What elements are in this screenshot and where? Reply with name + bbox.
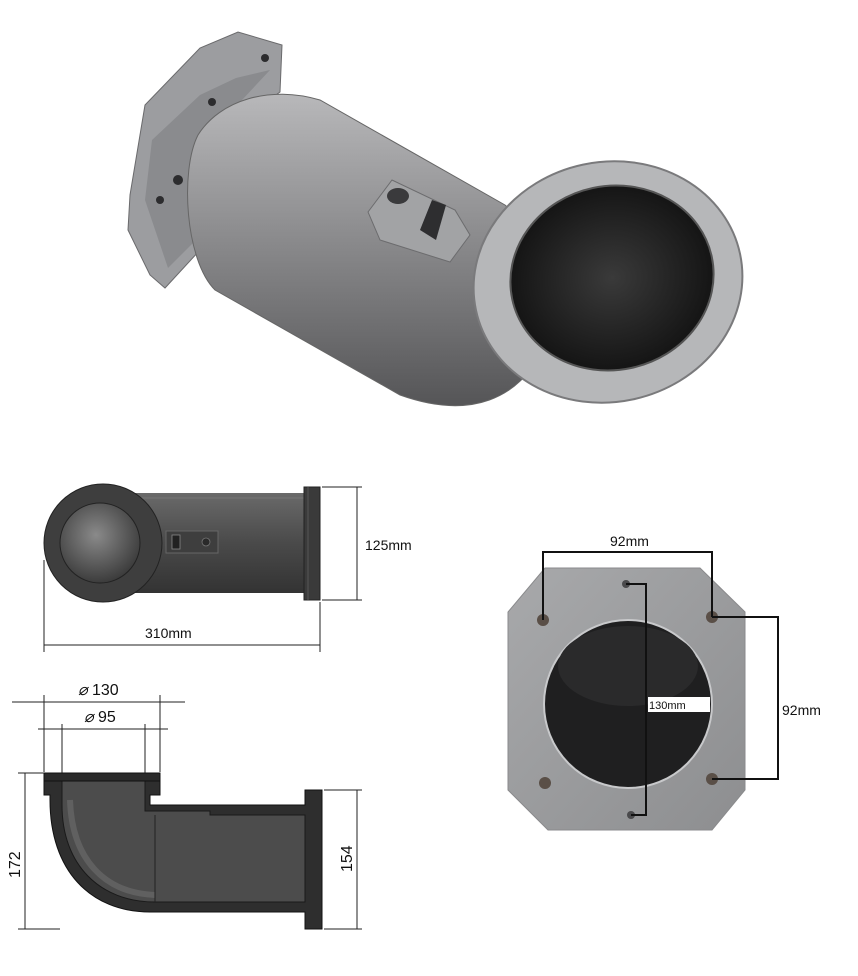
dim-inner-diameter-symbol: ⌀ (84, 709, 95, 726)
dim-left-height-label: 172 (7, 851, 24, 878)
flange-bolt-hole (208, 98, 216, 106)
marker-right-spacing (712, 616, 779, 780)
flange-bolt-hole (173, 175, 183, 185)
marker-top-spacing (542, 551, 713, 620)
flange-bolt-hole (261, 54, 269, 62)
dim-right-height (324, 789, 362, 930)
section-elbow-cavity (61, 778, 306, 903)
flange-bolt-hole (156, 196, 164, 204)
dim-left-height (18, 772, 60, 930)
face-bolt-hole (539, 777, 551, 789)
side-flange (303, 486, 321, 601)
marker-bore-label: 130mm (649, 700, 686, 712)
casting-photo (127, 31, 744, 407)
flange-face-photo: 92mm 92mm 130mm (507, 533, 821, 831)
dim-right-height-label: 154 (339, 845, 356, 872)
casting-outlet-bore (510, 185, 714, 371)
marker-top-spacing-label: 92mm (610, 533, 649, 549)
marker-bore (626, 583, 647, 816)
side-end-bowl (59, 502, 141, 584)
marker-right-spacing-label: 92mm (782, 702, 821, 718)
side-view-drawing: 125mm 310mm (43, 483, 412, 652)
section-view-drawing: ⌀ 130 ⌀ 95 172 154 (7, 682, 362, 930)
dim-inner-diameter-label: 95 (98, 709, 116, 726)
dim-height-label: 125mm (365, 537, 412, 553)
dim-length-label: 310mm (145, 625, 192, 641)
dim-length (43, 560, 321, 652)
dim-outer-diameter-label: 130 (92, 682, 119, 699)
dim-height (322, 486, 362, 601)
dim-outer-diameter-symbol: ⌀ (78, 682, 89, 699)
